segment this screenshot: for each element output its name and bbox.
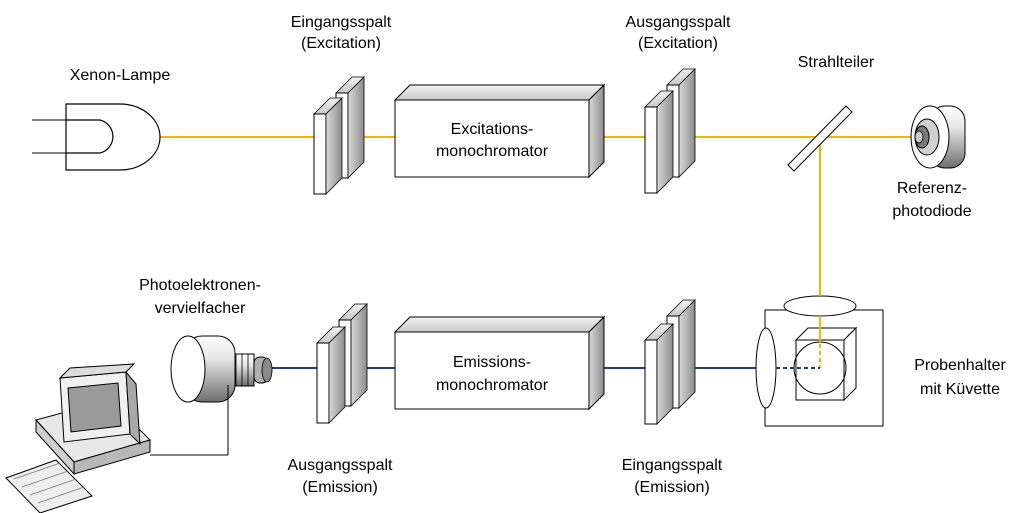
photomultiplier-label-1: Photoelektronen- [139, 277, 261, 294]
exit-slit-emission-label-2: (Emission) [302, 479, 378, 496]
exit-slit-excitation [644, 68, 696, 194]
photomultiplier-label-2: vervielfacher [155, 300, 246, 317]
emission-monochromator-box [393, 315, 606, 411]
beam-splitter-label: Strahlteiler [798, 54, 875, 71]
computer-icon [5, 363, 151, 513]
exit-slit-emission-label-1: Ausgangsspalt [288, 457, 394, 474]
beam-splitter [787, 105, 853, 172]
exit-slit-excitation-label-1: Ausgangsspalt [626, 14, 732, 31]
lens-top [783, 295, 857, 317]
sample-holder-label-1: Probenhalter [914, 357, 1006, 374]
emission-monochromator-label-2: monochromator [436, 377, 549, 394]
exit-slit-emission [316, 303, 368, 424]
entrance-slit-emission [644, 299, 696, 425]
emission-monochromator-label-1: Emissions- [453, 354, 531, 371]
beams-in-sample [776, 250, 821, 369]
entrance-slit-excitation-label-2: (Excitation) [301, 35, 381, 52]
excitation-monochromator-box [393, 83, 606, 179]
photomultiplier [150, 335, 273, 456]
reference-photodiode-label-2: photodiode [892, 203, 971, 220]
entrance-slit-emission-label-1: Eingangsspalt [622, 457, 723, 474]
reference-photodiode [910, 105, 966, 169]
sample-holder-label-2: mit Küvette [920, 381, 1000, 398]
entrance-slit-excitation-label-1: Eingangsspalt [291, 14, 392, 31]
entrance-slit-excitation [313, 76, 365, 195]
exit-slit-excitation-label-2: (Excitation) [638, 35, 718, 52]
xenon-lamp-label: Xenon-Lampe [70, 67, 171, 84]
reference-photodiode-label-1: Referenz- [897, 180, 967, 197]
excitation-monochromator-label-2: monochromator [436, 143, 549, 160]
entrance-slit-emission-label-2: (Emission) [634, 479, 710, 496]
xenon-lamp [32, 103, 161, 171]
lens-side [755, 327, 777, 409]
excitation-monochromator-label-1: Excitations- [451, 121, 534, 138]
